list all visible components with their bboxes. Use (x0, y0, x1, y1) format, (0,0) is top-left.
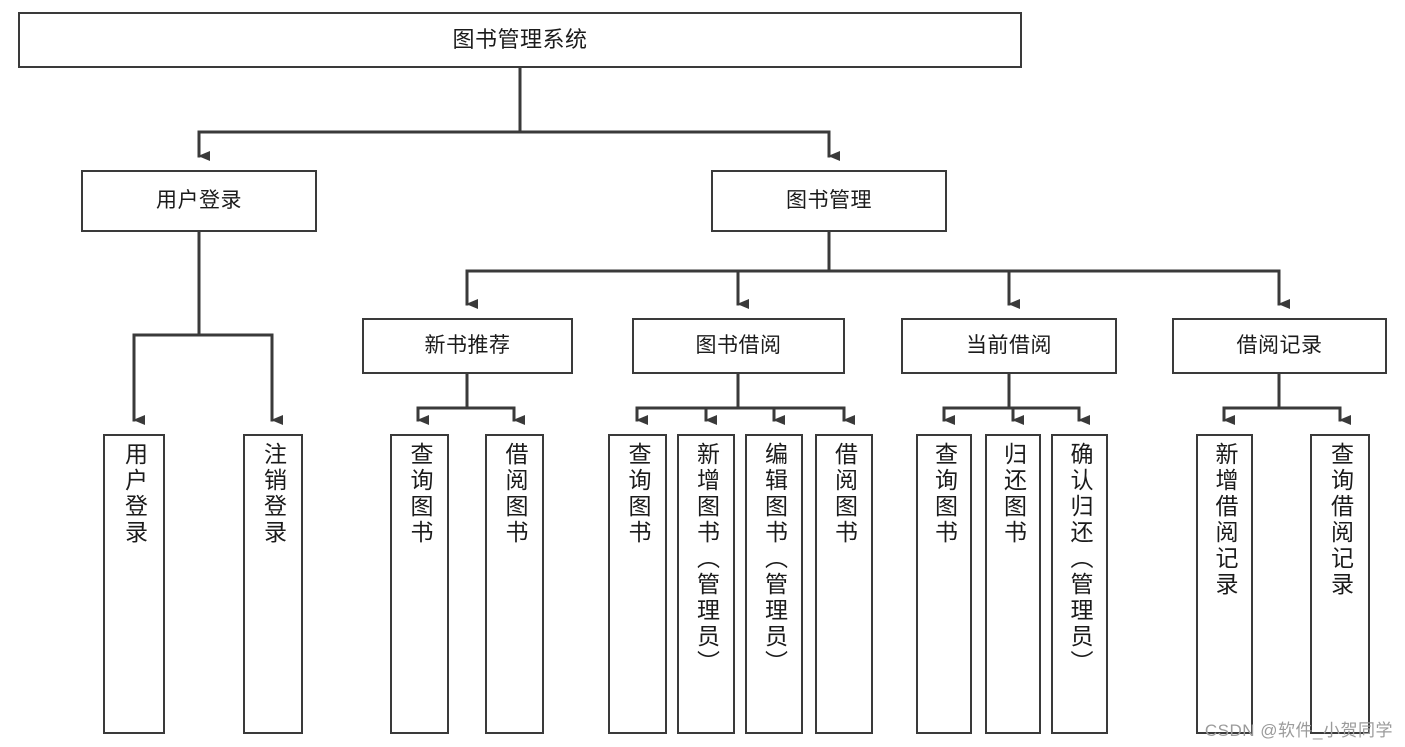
node-level3-0[interactable]: 新书推荐 (362, 318, 573, 374)
node-label: 图书借阅 (695, 333, 782, 357)
node-label: 新书推荐 (424, 333, 511, 357)
node-leaf-9[interactable]: 归还图书 (985, 434, 1041, 734)
node-label: 注销登录 (260, 442, 287, 546)
node-leaf-1[interactable]: 注销登录 (243, 434, 303, 734)
node-label: 借阅记录 (1236, 333, 1323, 357)
node-leaf-4[interactable]: 查询图书 (608, 434, 667, 734)
node-leaf-0[interactable]: 用户登录 (103, 434, 165, 734)
node-leaf-10[interactable]: 确认归还（管理员） (1051, 434, 1108, 734)
node-leaf-2[interactable]: 查询图书 (390, 434, 449, 734)
node-leaf-7[interactable]: 借阅图书 (815, 434, 873, 734)
node-level3-1[interactable]: 图书借阅 (632, 318, 845, 374)
node-label: 确认归还（管理员） (1067, 442, 1093, 676)
node-label: 用户登录 (156, 188, 242, 212)
node-label: 当前借阅 (966, 333, 1052, 357)
node-label: 用户登录 (121, 442, 148, 546)
node-leaf-11[interactable]: 新增借阅记录 (1196, 434, 1253, 734)
node-leaf-5[interactable]: 新增图书（管理员） (677, 434, 735, 734)
node-leaf-8[interactable]: 查询图书 (916, 434, 972, 734)
node-label: 借阅图书 (502, 442, 528, 546)
node-label: 图书管理系统 (452, 26, 588, 52)
node-label: 图书管理 (786, 188, 872, 212)
node-label: 借阅图书 (831, 442, 858, 546)
node-leaf-6[interactable]: 编辑图书（管理员） (745, 434, 803, 734)
node-label: 查询借阅记录 (1327, 442, 1354, 598)
node-leaf-3[interactable]: 借阅图书 (485, 434, 544, 734)
node-label: 归还图书 (1000, 442, 1027, 546)
watermark-text: CSDN @软件_小贺同学 (1204, 721, 1393, 740)
node-label: 编辑图书（管理员） (761, 442, 788, 676)
node-label: 查询图书 (407, 442, 433, 546)
node-label: 新增图书（管理员） (693, 442, 720, 676)
node-label: 查询图书 (931, 442, 958, 546)
node-level3-2[interactable]: 当前借阅 (901, 318, 1117, 374)
node-level2-0[interactable]: 用户登录 (81, 170, 317, 232)
node-label: 新增借阅记录 (1212, 442, 1238, 598)
node-level2-1[interactable]: 图书管理 (711, 170, 947, 232)
node-root-node[interactable]: 图书管理系统 (18, 12, 1022, 68)
node-leaf-12[interactable]: 查询借阅记录 (1310, 434, 1370, 734)
node-label: 查询图书 (625, 442, 651, 546)
node-level3-3[interactable]: 借阅记录 (1172, 318, 1387, 374)
